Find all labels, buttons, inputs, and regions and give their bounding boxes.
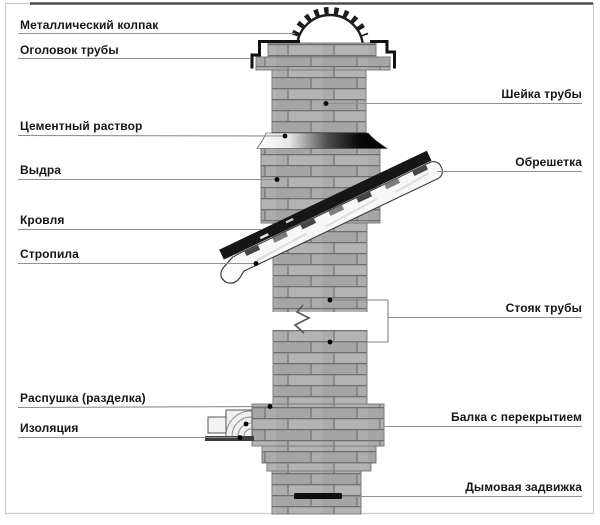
label-chimney-head: Оголовок трубы <box>20 43 119 57</box>
label-metal-cap: Металлический колпак <box>20 18 159 32</box>
roofing-layer <box>219 150 432 260</box>
chimney-brickwork <box>251 42 391 515</box>
corbel-step-2 <box>266 462 372 472</box>
rafter-hook <box>220 255 245 284</box>
leader-raspushka <box>17 405 271 409</box>
label-cement-mortar: Цементный раствор <box>20 119 143 133</box>
label-beam-with-ceiling: Балка с перекрытием <box>451 410 582 424</box>
label-vydra: Выдра <box>20 163 62 177</box>
head-flashing <box>250 40 396 69</box>
chimney-base <box>271 470 362 515</box>
smoke-damper-bar <box>294 493 342 499</box>
cement-mortar-band <box>256 132 388 149</box>
label-chimney-neck: Шейка трубы <box>501 87 582 101</box>
label-lathing: Обрешетка <box>515 155 582 169</box>
label-raspushka: Распушка (разделка) <box>20 391 146 405</box>
leader-cement-mortar <box>17 134 286 137</box>
chimney-neck <box>271 69 367 135</box>
label-smoke-damper: Дымовая задвижка <box>465 480 582 494</box>
label-rafters: Стропила <box>20 247 79 261</box>
label-roofing: Кровля <box>20 213 65 227</box>
anchor-dots <box>237 101 333 440</box>
riser-bracket <box>330 299 389 343</box>
lathing-battens <box>244 164 428 257</box>
insulation-strip <box>205 436 254 441</box>
label-insulation: Изоляция <box>20 421 79 435</box>
break-symbol <box>259 304 373 334</box>
leader-lines <box>17 32 582 498</box>
raspushka-section <box>251 403 385 447</box>
label-chimney-riser: Стояк трубы <box>505 301 582 315</box>
metal-cap-icon <box>291 7 369 49</box>
chimney-head-slab <box>255 56 391 71</box>
beam-and-insulation <box>205 409 254 441</box>
corbel-step-1 <box>261 445 377 464</box>
roof-assembly <box>219 150 443 284</box>
chimney-head-top <box>267 42 377 58</box>
